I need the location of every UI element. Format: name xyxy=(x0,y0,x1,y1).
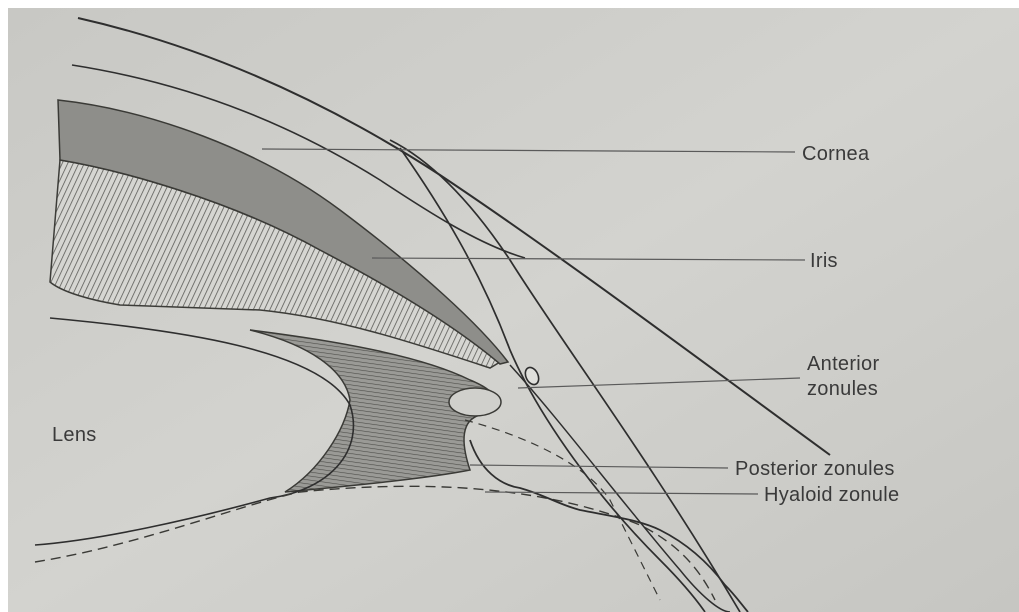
label-lens: Lens xyxy=(52,424,97,446)
label-posterior-zonules: Posterior zonules xyxy=(735,458,895,480)
label-cornea: Cornea xyxy=(802,143,870,165)
label-iris: Iris xyxy=(810,250,838,272)
label-anterior-zonules-line2: zonules xyxy=(807,378,878,400)
paper-background xyxy=(8,8,1019,612)
label-anterior-zonules-line1: Anterior xyxy=(807,353,879,375)
ciliary-process xyxy=(449,388,501,416)
label-hyaloid-zonule: Hyaloid zonule xyxy=(764,484,899,506)
